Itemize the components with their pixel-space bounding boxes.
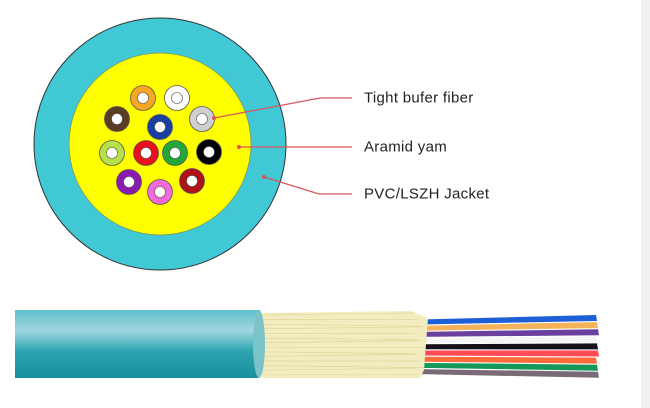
fiber-strand	[420, 362, 598, 371]
fiber-core	[154, 186, 166, 198]
fiber-core	[169, 147, 181, 159]
yarn-thread	[261, 365, 425, 368]
fiber-core	[196, 113, 208, 125]
fiber-strand	[420, 343, 598, 350]
fiber-strand	[420, 315, 597, 325]
tight-buffer-leader	[213, 97, 352, 119]
fiber-strand	[420, 329, 599, 337]
yarn-thread	[261, 337, 419, 341]
yarn-thread	[261, 354, 419, 357]
fiber-strand	[420, 336, 597, 344]
fiber-strand	[420, 350, 599, 357]
yarn-thread	[261, 351, 416, 355]
yarn-thread	[261, 326, 425, 330]
fiber-core	[106, 147, 118, 159]
aramid-cross-section	[68, 52, 252, 236]
yarn-thread	[261, 367, 416, 371]
aramid-label: Aramid yam	[364, 138, 448, 156]
scrollbar[interactable]	[641, 0, 650, 408]
fiber-core	[140, 147, 152, 159]
fiber-strand	[420, 356, 597, 364]
tight-buffer-label: Tight bufer fiber	[364, 89, 474, 107]
fiber-core	[186, 175, 198, 187]
fiber-strand	[420, 369, 599, 378]
yarn-thread	[261, 312, 416, 316]
fiber-core	[171, 92, 183, 104]
fiber-core	[111, 113, 123, 125]
jacket-label: PVC/LSZH Jacket	[364, 185, 490, 203]
cable-side-view	[15, 310, 599, 378]
fiber-strand	[420, 322, 598, 331]
jacket-leader	[263, 176, 352, 195]
fiber-core	[203, 146, 215, 158]
yarn-thread	[261, 340, 422, 343]
yarn-thread	[261, 323, 422, 327]
fiber-core	[123, 176, 135, 188]
fiber-core	[137, 92, 149, 104]
aramid-yarn	[259, 311, 428, 378]
fiber-core	[154, 121, 166, 133]
